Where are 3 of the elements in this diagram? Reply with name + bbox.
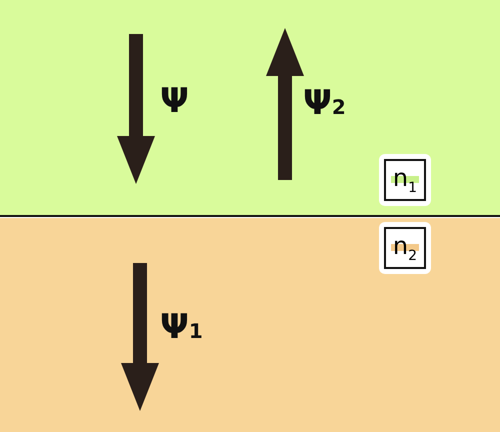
medium-tag <box>379 222 431 274</box>
wave-label: Ψ <box>160 84 189 118</box>
medium-tag <box>379 154 431 206</box>
